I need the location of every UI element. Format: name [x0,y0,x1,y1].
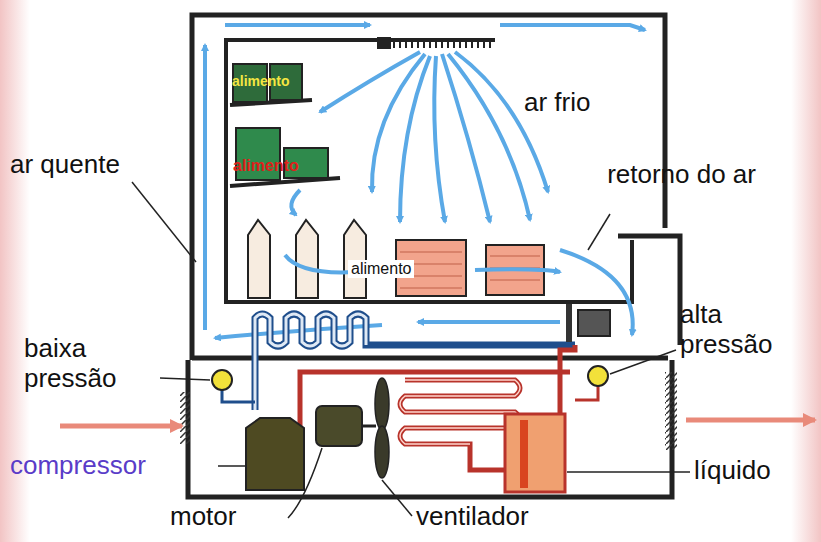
vent-grille [665,372,677,450]
part-label: compressor [10,451,220,481]
fan-blade [375,378,389,430]
food-label: alimento [233,157,333,175]
evaporator-fan [566,304,572,342]
food-label: alimento [348,260,414,278]
evaporator-coil-highlight [255,314,366,410]
liquid-receiver-pipe [520,420,528,488]
air-label: ar frio [524,88,644,118]
motor [316,406,362,446]
evaporator-fan [578,310,610,336]
air-out-arrow [686,418,815,423]
part-label: motor [170,502,280,532]
compressor [246,418,304,490]
part-label: baixa pressão [24,334,160,394]
evaporator-grille [378,38,490,48]
liquid-receiver [505,414,565,492]
air-label: retorno do ar [596,160,756,190]
part-label: alta pressão [680,300,810,360]
motor-shaft [362,425,376,428]
food-label: alimento [232,73,302,89]
compartment [226,40,632,302]
part-label: ventilador [416,502,576,532]
food [233,64,544,298]
air-flow-arrows [205,25,645,338]
leader-lines [132,182,690,518]
part-label: líquido [694,456,814,486]
air-label: ar quente [10,150,140,180]
cabinet [188,15,680,497]
air-in-arrow [60,424,182,429]
condenser-highlight [400,380,520,444]
fan-blade [375,426,389,478]
vent-grille [180,392,190,444]
pressure-gauge [212,366,608,402]
